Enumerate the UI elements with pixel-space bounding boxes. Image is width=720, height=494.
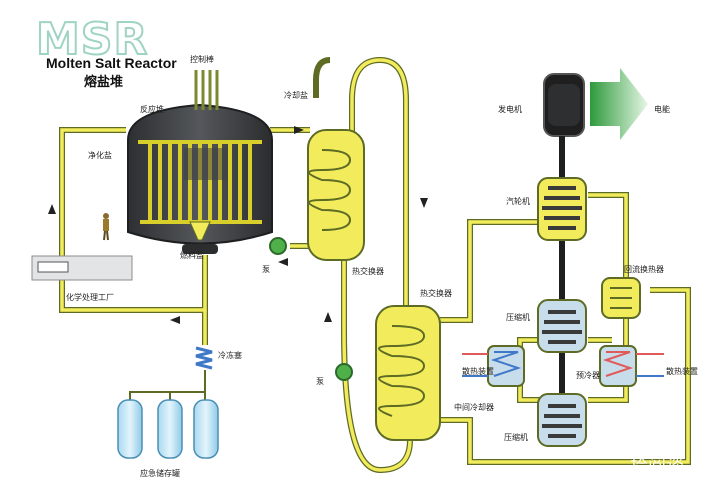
turbine [537,177,587,241]
logo-abbr: MSR [36,14,148,65]
label-generator: 发电机 [498,104,522,114]
logo-title: Molten Salt Reactor [46,55,177,71]
label-precooler: 预冷器 [576,370,600,380]
flow-arrows [48,126,428,324]
label-cooling-salt: 冷却盐 [284,90,308,100]
label-compressor-1: 压缩机 [506,312,530,322]
label-fuel-salt: 燃料盐 [180,250,204,260]
heat-exchanger-2 [375,305,441,441]
label-electricity: 电能 [654,104,670,114]
recuperator [601,277,641,319]
secondary-loop-outline [313,57,331,98]
pump-1 [269,237,287,255]
freeze-plug [129,346,213,405]
label-heat-sink-left: 散热装置 [462,366,494,376]
control-rods [184,70,228,180]
label-intercooler: 中间冷却器 [454,402,494,412]
salt-pipes [60,58,690,472]
precooler-left [462,345,525,387]
precooler-right [599,345,664,387]
watermark: 拾阅谈 [630,456,684,477]
logo-title-cn: 熔盐堆 [84,74,123,90]
label-control-rods: 控制棒 [190,54,214,64]
emergency-tanks [117,399,219,459]
heat-exchanger-1 [307,129,365,261]
label-emergency-tanks: 应急储存罐 [140,468,180,478]
label-heat-exchanger-1: 热交换器 [352,266,384,276]
electricity-arrow [590,68,648,140]
label-purifier: 净化盐 [88,150,112,160]
label-heat-sink-right: 散热装置 [666,366,698,376]
generator [543,73,585,137]
chemical-plant [31,255,133,281]
label-turbine: 汽轮机 [506,196,530,206]
label-heat-exchanger-2: 热交换器 [420,288,452,298]
label-pump-2: 泵 [316,377,324,386]
label-pump-1: 泵 [262,265,270,274]
worker-figure [103,213,109,241]
labels: 控制棒 反应堆 净化盐 冷却盐 燃料盐 泵 热交换器 热交换器 化学处理工厂 冷… [66,54,698,478]
fuel-outlet [189,221,211,241]
logo: MSR Molten Salt Reactor 熔盐堆 [35,13,177,90]
drain-plug [182,244,218,254]
label-freeze-plug: 冷冻塞 [218,350,242,360]
label-recuperator: 回流换热器 [624,264,664,274]
pump-2 [335,363,353,381]
compressor-2 [537,393,587,447]
label-reactor: 反应堆 [140,104,164,114]
compressor-1 [537,299,587,353]
label-chemical-plant: 化学处理工厂 [66,292,114,302]
label-compressor-2: 压缩机 [504,432,528,442]
